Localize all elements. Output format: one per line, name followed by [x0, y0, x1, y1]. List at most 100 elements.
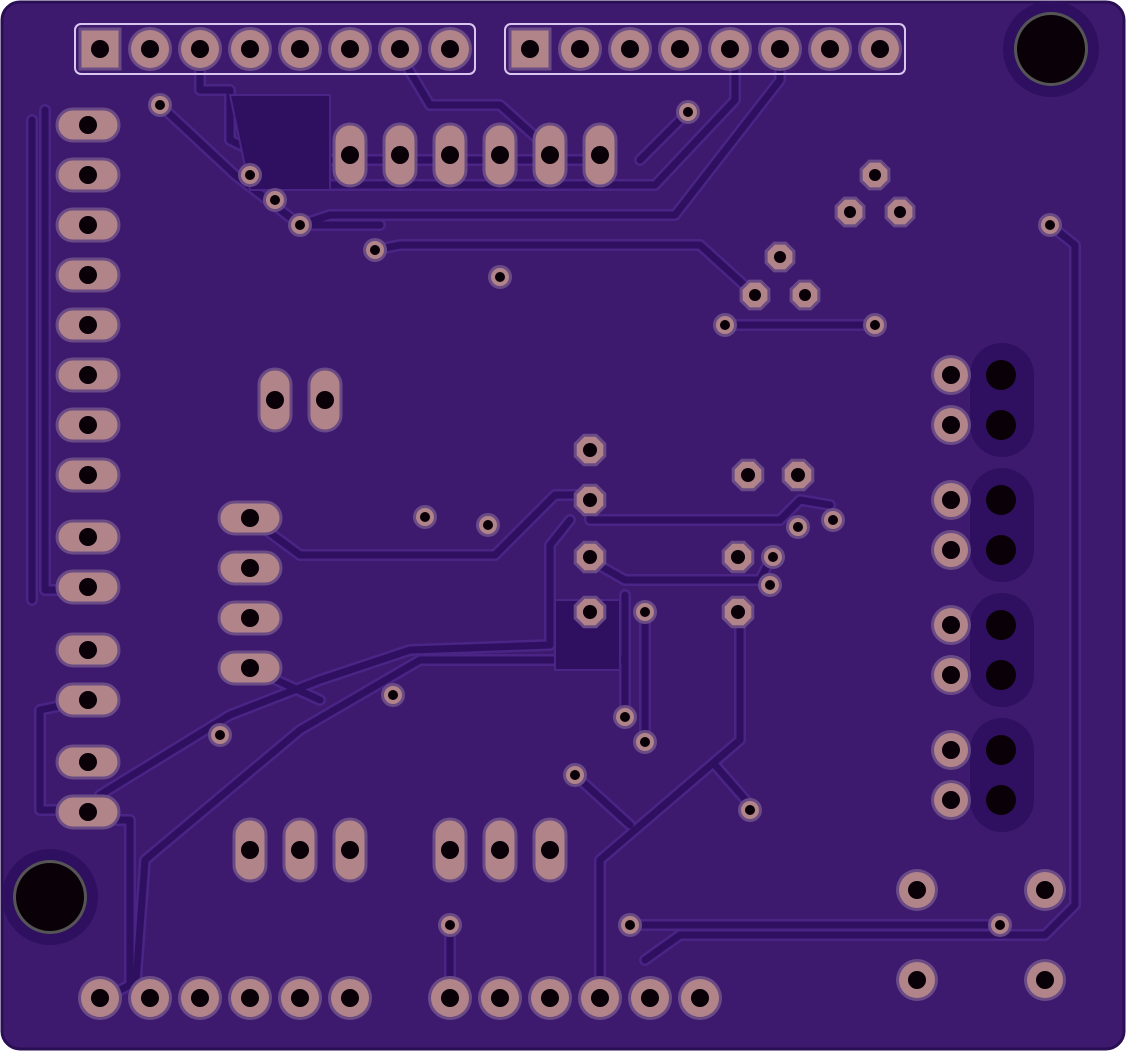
mounting-holes	[2, 1, 1099, 945]
component-pad-4-drill	[583, 605, 597, 619]
via-6-drill	[495, 272, 505, 282]
header-bottom-left-pin-1-drill	[91, 989, 109, 1007]
via-20-drill	[620, 712, 630, 722]
via-1-drill	[155, 100, 165, 110]
terminal-left-pad-6-drill	[942, 666, 960, 684]
mount-hole-bottom-left	[16, 863, 84, 931]
pot-right-pad-3-drill	[541, 841, 559, 859]
mount-hole-top-right	[1017, 15, 1085, 83]
component-pad-7-drill	[731, 550, 745, 564]
header-top-left-pin-1-drill	[91, 40, 109, 58]
via-8-drill	[1045, 220, 1055, 230]
transistor-b-pad-3-drill	[799, 289, 811, 301]
push-button-pad-4-drill	[1036, 971, 1054, 989]
component-pad-3-drill	[583, 550, 597, 564]
pin-headers	[74, 23, 906, 1020]
transistor-b-pad-2-drill	[749, 289, 761, 301]
left-edge-pad-12-drill	[79, 691, 97, 709]
terminal-right-hole-5	[986, 610, 1016, 640]
terminal-left-pad-3-drill	[942, 491, 960, 509]
middle-oval-pad-2-drill	[241, 559, 259, 577]
left-edge-pad-11-drill	[79, 641, 97, 659]
terminal-left-pad-7-drill	[942, 741, 960, 759]
via-16-drill	[765, 580, 775, 590]
header-bottom-right-pin-4-drill	[591, 989, 609, 1007]
left-edge-pad-8-drill	[79, 466, 97, 484]
terminal-left-pad-1-drill	[942, 366, 960, 384]
component-pad-8-drill	[731, 605, 745, 619]
top-oval-pad-1-drill	[341, 146, 359, 164]
trace-17	[96, 516, 574, 799]
terminal-blocks	[931, 343, 1034, 832]
header-bottom-right-pin-5-drill	[641, 989, 659, 1007]
trace-21	[571, 771, 634, 829]
terminal-right-hole-8	[986, 785, 1016, 815]
left-edge-pad-3-drill	[79, 216, 97, 234]
header-top-right-pin-6-drill	[771, 40, 789, 58]
terminal-clearance-2	[970, 468, 1034, 582]
transistor-a-pad-3-drill	[894, 206, 906, 218]
terminal-right-hole-3	[986, 485, 1016, 515]
transistor-b-pad-1-drill	[774, 251, 786, 263]
via-3-drill	[270, 195, 280, 205]
pot-left-pad-2-drill	[291, 841, 309, 859]
header-top-left-pin-2-drill	[141, 40, 159, 58]
header-top-right-pin-2-drill	[571, 40, 589, 58]
trace-12	[586, 556, 774, 584]
middle-oval-pad-3-drill	[241, 609, 259, 627]
via-11-drill	[420, 512, 430, 522]
transistor-a-pad-2-drill	[844, 206, 856, 218]
terminal-left-pad-4-drill	[942, 541, 960, 559]
via-18-drill	[388, 690, 398, 700]
left-edge-pad-2-drill	[79, 166, 97, 184]
trace-18	[641, 221, 1079, 964]
header-top-left-pin-6-drill	[341, 40, 359, 58]
push-button-pad-3-drill	[908, 971, 926, 989]
header-top-right-pin-5-drill	[721, 40, 739, 58]
via-14-drill	[828, 515, 838, 525]
via-5-drill	[370, 245, 380, 255]
header-bottom-left-pin-3-drill	[191, 989, 209, 1007]
via-21-drill	[640, 737, 650, 747]
pot-left-pad-3-drill	[341, 841, 359, 859]
push-button-pad-1-drill	[908, 881, 926, 899]
header-top-right-pin-4-drill	[671, 40, 689, 58]
middle-oval-pad-1-drill	[241, 509, 259, 527]
component-pad-5-drill	[741, 468, 755, 482]
header-bottom-right-pin-3-drill	[541, 989, 559, 1007]
trace-7	[371, 241, 759, 299]
via-22-drill	[570, 770, 580, 780]
header-bottom-left-pin-2-drill	[141, 989, 159, 1007]
header-top-left-pin-5-drill	[291, 40, 309, 58]
via-12-drill	[483, 520, 493, 530]
left-edge-pad-14-drill	[79, 803, 97, 821]
two-pin-oval-pad-2-drill	[316, 391, 334, 409]
pot-right-pad-2-drill	[491, 841, 509, 859]
trace-20	[596, 606, 744, 1004]
pot-left-pad-1-drill	[241, 841, 259, 859]
terminal-right-hole-1	[986, 360, 1016, 390]
terminal-right-hole-7	[986, 735, 1016, 765]
via-10-drill	[870, 320, 880, 330]
trace-8	[396, 51, 554, 154]
middle-oval-pad-4-drill	[241, 659, 259, 677]
header-bottom-right-pin-1-drill	[441, 989, 459, 1007]
trace-6	[296, 51, 784, 229]
via-4-drill	[295, 220, 305, 230]
header-bottom-left-pin-6-drill	[341, 989, 359, 1007]
left-edge-pad-4-drill	[79, 266, 97, 284]
via-15-drill	[768, 552, 778, 562]
header-top-right-pin-7-drill	[821, 40, 839, 58]
via-24-drill	[445, 920, 455, 930]
trace-11	[246, 491, 594, 559]
header-top-right-pin-1	[508, 27, 552, 71]
misc-pads-and-vias	[148, 93, 1066, 1001]
header-bottom-left-pin-5-drill	[291, 989, 309, 1007]
oval-pads	[55, 107, 618, 883]
header-bottom-right-pin-6-drill	[691, 989, 709, 1007]
header-bottom-right-pin-2-drill	[491, 989, 509, 1007]
left-edge-pad-10-drill	[79, 578, 97, 596]
via-2-drill	[245, 170, 255, 180]
two-pin-oval-pad-1-drill	[266, 391, 284, 409]
